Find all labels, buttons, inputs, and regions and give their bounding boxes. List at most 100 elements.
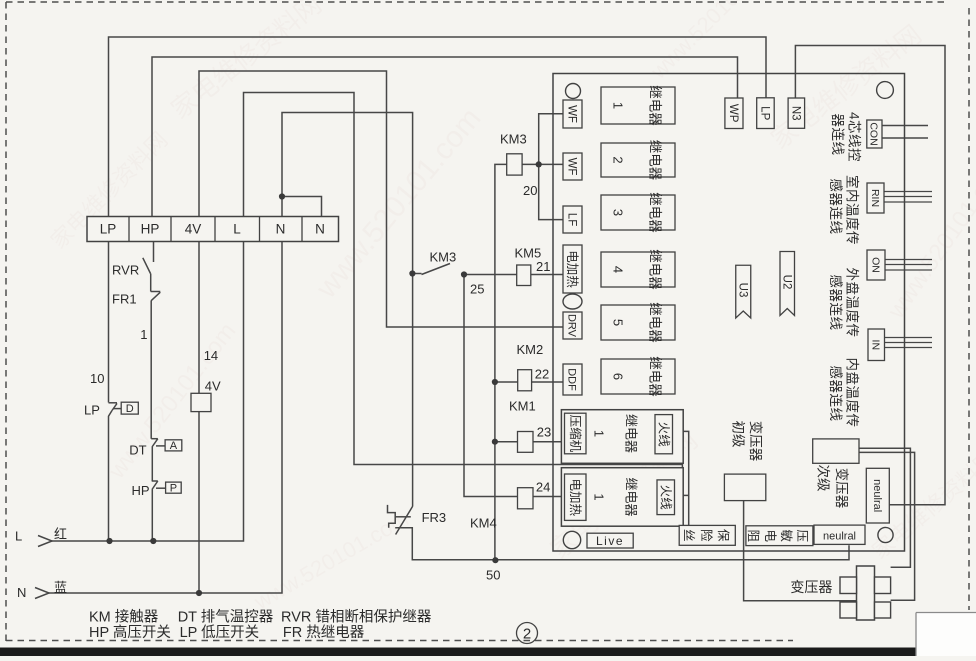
svg-text:KM3: KM3 — [430, 250, 457, 265]
svg-text:WF: WF — [566, 158, 578, 176]
svg-text:N: N — [276, 222, 286, 237]
svg-text:KM2: KM2 — [517, 342, 544, 357]
svg-text:压: 压 — [795, 529, 809, 542]
svg-text:KM5: KM5 — [515, 246, 542, 261]
svg-text:2: 2 — [523, 626, 531, 643]
svg-text:WF: WF — [566, 105, 578, 123]
svg-text:红: 红 — [54, 527, 67, 542]
svg-text:4: 4 — [611, 266, 626, 273]
svg-text:继电器: 继电器 — [647, 249, 662, 290]
svg-text:N: N — [17, 585, 26, 600]
svg-text:电加热: 电加热 — [565, 250, 579, 288]
svg-text:外盘温度传: 外盘温度传 — [844, 268, 860, 338]
svg-text:RIN: RIN — [869, 189, 881, 207]
svg-text:WP: WP — [727, 104, 739, 123]
svg-text:24: 24 — [536, 480, 550, 495]
svg-text:内盘温度传: 内盘温度传 — [844, 358, 860, 428]
svg-text:N: N — [315, 222, 325, 237]
svg-text:5: 5 — [611, 319, 626, 326]
svg-text:火线: 火线 — [658, 485, 672, 511]
svg-text:KM1: KM1 — [509, 399, 536, 414]
svg-text:RVR 错相断相保护继器: RVR 错相断相保护继器 — [281, 609, 432, 626]
svg-text:FR3: FR3 — [422, 510, 447, 525]
svg-text:次级: 次级 — [815, 465, 830, 492]
svg-text:CON: CON — [868, 122, 880, 145]
svg-text:LF: LF — [566, 213, 578, 226]
svg-text:DDF: DDF — [566, 368, 578, 391]
svg-text:4V: 4V — [185, 222, 202, 237]
svg-text:1: 1 — [592, 493, 607, 500]
svg-text:4芯线控: 4芯线控 — [846, 112, 861, 162]
svg-text:室内温度传: 室内温度传 — [844, 175, 860, 245]
svg-text:丝: 丝 — [682, 529, 696, 542]
svg-text:HP 高压开关: HP 高压开关 — [89, 624, 171, 641]
svg-text:1: 1 — [140, 327, 147, 342]
svg-text:HP: HP — [132, 483, 150, 498]
svg-text:2: 2 — [611, 156, 626, 163]
svg-text:继电器: 继电器 — [624, 414, 639, 453]
svg-text:4V: 4V — [205, 379, 221, 394]
svg-text:压缩机: 压缩机 — [568, 415, 583, 453]
svg-text:变压器: 变压器 — [790, 579, 832, 595]
svg-text:22: 22 — [535, 367, 549, 382]
svg-text:20: 20 — [523, 183, 537, 198]
svg-text:L: L — [233, 222, 241, 237]
svg-text:14: 14 — [204, 348, 218, 363]
svg-text:初级: 初级 — [730, 421, 746, 448]
svg-text:IN: IN — [870, 340, 882, 351]
svg-text:LP: LP — [100, 222, 117, 237]
svg-text:21: 21 — [536, 259, 550, 274]
svg-text:电加热: 电加热 — [568, 478, 582, 516]
svg-text:感器连线: 感器连线 — [828, 275, 844, 331]
svg-text:KM 接触器: KM 接触器 — [89, 609, 159, 626]
svg-text:LP: LP — [759, 106, 771, 120]
svg-text:50: 50 — [486, 568, 500, 583]
svg-text:neulral: neulral — [823, 531, 856, 543]
svg-text:阻: 阻 — [746, 529, 760, 542]
svg-text:继电器: 继电器 — [647, 302, 662, 343]
svg-text:6: 6 — [611, 373, 626, 380]
svg-text:DT 排气温控器: DT 排气温控器 — [178, 609, 274, 626]
svg-text:DT: DT — [129, 443, 146, 458]
svg-text:Live: Live — [596, 534, 624, 548]
svg-text:1: 1 — [592, 430, 607, 437]
svg-text:A: A — [170, 440, 178, 452]
svg-text:1: 1 — [611, 102, 626, 109]
svg-text:FR1: FR1 — [112, 292, 137, 307]
svg-text:L: L — [15, 529, 22, 544]
svg-text:变压器: 变压器 — [834, 468, 849, 509]
svg-text:neulral: neulral — [871, 479, 883, 512]
svg-text:DRV: DRV — [566, 314, 578, 338]
svg-text:3: 3 — [611, 209, 626, 216]
svg-text:变压器: 变压器 — [748, 421, 763, 462]
svg-text:P: P — [170, 482, 177, 494]
svg-text:25: 25 — [470, 282, 484, 297]
svg-text:HP: HP — [141, 222, 160, 237]
svg-text:U3: U3 — [736, 283, 748, 298]
svg-text:继电器: 继电器 — [647, 85, 662, 126]
svg-text:23: 23 — [537, 425, 551, 440]
svg-text:LP 低压开关: LP 低压开关 — [180, 624, 260, 641]
svg-text:器连线: 器连线 — [830, 114, 845, 156]
svg-text:LP: LP — [84, 403, 100, 418]
svg-text:继电器: 继电器 — [647, 192, 662, 233]
svg-text:10: 10 — [90, 371, 104, 386]
svg-text:RVR: RVR — [112, 263, 139, 278]
svg-text:ON: ON — [869, 257, 881, 273]
svg-text:火线: 火线 — [656, 422, 670, 448]
svg-text:电: 电 — [763, 529, 777, 542]
svg-text:N3: N3 — [789, 106, 801, 121]
svg-text:U2: U2 — [780, 275, 792, 290]
svg-text:FR 热继电器: FR 热继电器 — [283, 624, 365, 641]
svg-text:感器连线: 感器连线 — [828, 179, 844, 235]
svg-text:保: 保 — [716, 529, 730, 542]
svg-text:感器连线: 感器连线 — [828, 366, 844, 422]
svg-text:继电器: 继电器 — [647, 140, 662, 181]
svg-text:D: D — [126, 403, 134, 415]
svg-text:继电器: 继电器 — [624, 477, 639, 516]
svg-text:KM3: KM3 — [500, 132, 527, 147]
svg-text:蓝: 蓝 — [54, 580, 67, 595]
svg-text:敏: 敏 — [779, 529, 794, 542]
svg-text:KM4: KM4 — [470, 516, 497, 531]
svg-text:继电器: 继电器 — [647, 356, 662, 397]
